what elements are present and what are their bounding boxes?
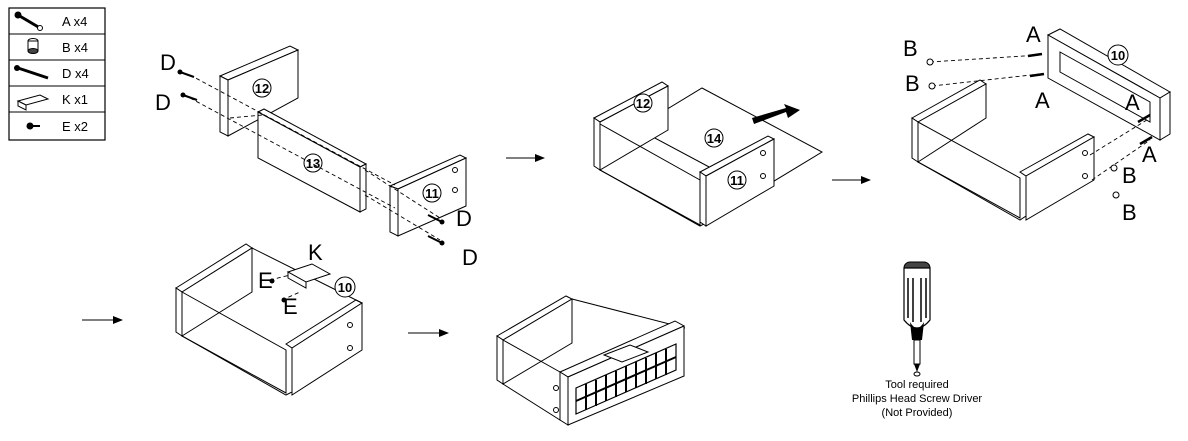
step-4-bracket: 10 K E E <box>175 240 364 396</box>
push-arrow-icon <box>752 104 800 124</box>
cam-lock-icon <box>926 58 934 66</box>
cam-bolt-icon <box>1027 52 1043 58</box>
step-1-exploded-view: 12 13 11 <box>155 45 478 270</box>
part-letter: D <box>160 50 176 75</box>
cam-bolt-icon <box>1139 135 1153 146</box>
part-letter: B <box>903 36 918 61</box>
screw-icon <box>14 65 49 80</box>
cam-lock-icon <box>1112 191 1120 199</box>
screw-icon <box>427 235 445 246</box>
part-letter: E <box>283 294 298 319</box>
part-letter: A <box>1142 142 1157 167</box>
dowel-icon <box>281 297 287 303</box>
panel-number: 12 <box>255 81 269 96</box>
dowel-icon <box>26 122 40 130</box>
cam-bolt-icon <box>14 11 43 31</box>
part-letter: B <box>1122 200 1137 225</box>
step-3-front-face: 10 B B A A A A B B <box>903 22 1171 225</box>
part-letter: D <box>155 90 171 115</box>
part-letter: A <box>1026 22 1041 47</box>
part-letter: B <box>905 71 920 96</box>
panel-10 <box>1046 28 1171 141</box>
cam-bolt-icon <box>1137 113 1151 124</box>
panel-number: 11 <box>425 186 439 201</box>
panel-number: 11 <box>730 173 744 188</box>
bracket-icon <box>286 263 332 289</box>
parts-row-label: A x4 <box>62 14 87 29</box>
cam-bolt-icon <box>1029 72 1045 78</box>
panel-number: 14 <box>707 131 722 146</box>
parts-row-label: B x4 <box>62 40 88 55</box>
parts-table: A x4 B x4 D x4 K x1 E x2 <box>8 7 106 141</box>
screw-icon <box>180 92 198 101</box>
screw-icon <box>177 69 195 78</box>
tool-note-line: Phillips Head Screw Driver <box>852 393 983 405</box>
panel-number: 10 <box>338 280 352 295</box>
screw-icon <box>427 214 445 225</box>
step-5-finished-drawer <box>496 295 686 426</box>
part-letter: K <box>308 240 323 265</box>
screwdriver-icon <box>903 261 931 377</box>
cam-lock-icon <box>928 82 936 90</box>
tool-note-line: (Not Provided) <box>882 407 953 419</box>
panel-number: 10 <box>1111 48 1125 63</box>
parts-row-label: D x4 <box>62 66 89 81</box>
cam-lock-icon <box>1110 164 1118 172</box>
parts-row-label: E x2 <box>62 119 88 134</box>
cam-lock-icon <box>27 38 39 54</box>
part-letter: A <box>1035 88 1050 113</box>
bracket-icon <box>16 94 50 111</box>
tool-note-line: Tool required <box>885 379 949 391</box>
step-2-bottom-panel: 14 12 11 <box>593 81 824 227</box>
lattice-pattern <box>575 343 677 415</box>
panel-number: 13 <box>306 156 320 171</box>
part-letter: D <box>456 206 472 231</box>
part-letter: E <box>258 268 273 293</box>
part-letter: D <box>462 245 478 270</box>
part-letter: A <box>1125 90 1140 115</box>
panel-number: 12 <box>636 96 650 111</box>
parts-row-label: K x1 <box>62 92 88 107</box>
dowel-icon <box>269 278 275 284</box>
part-letter: B <box>1122 163 1137 188</box>
